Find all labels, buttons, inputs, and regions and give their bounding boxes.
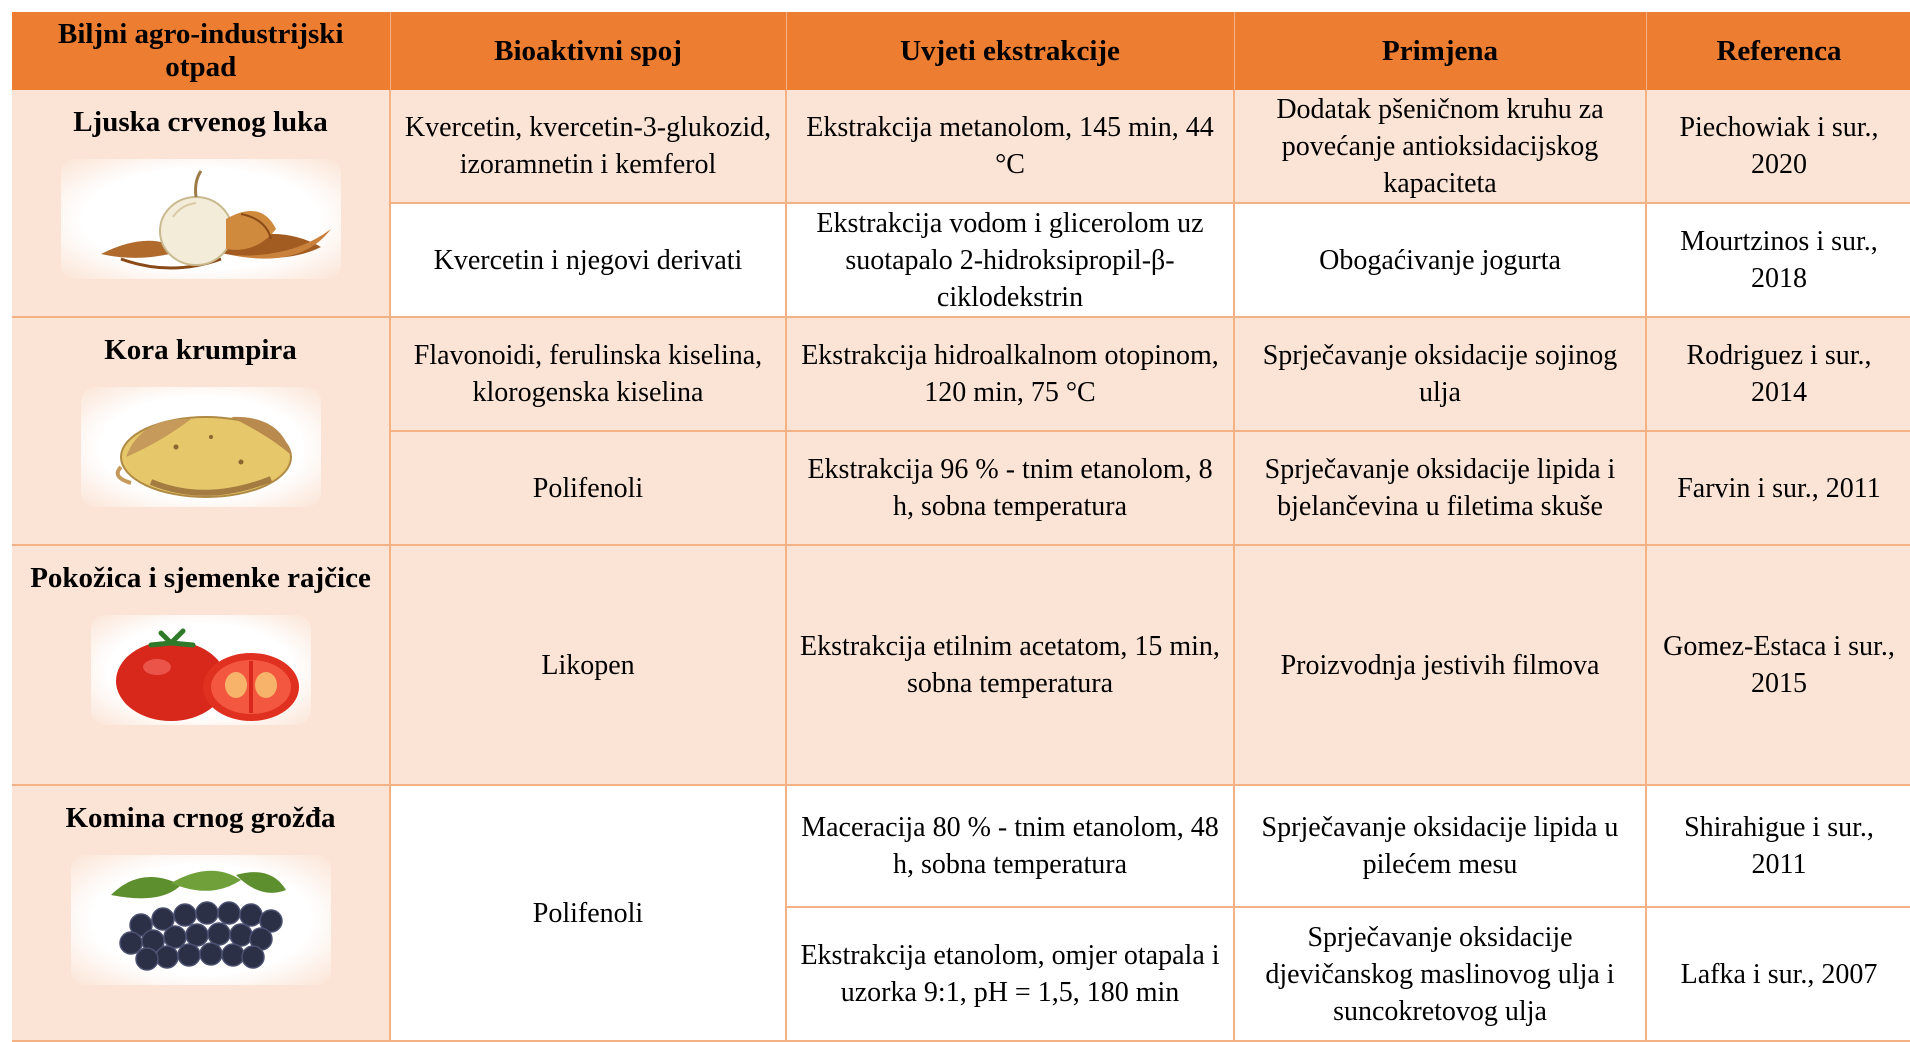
application-cell: Sprječavanje oksidacije lipida i bjelanč… [1234, 431, 1647, 546]
table-row: Komina crnog grožđa Pol [12, 785, 1910, 1042]
waste-cell-potato: Kora krumpira [12, 317, 391, 546]
reference-cell: Shirahigue i sur., 2011 [1646, 785, 1910, 908]
application-cell: Obogaćivanje jogurta [1234, 203, 1647, 318]
compound-cell: Kvercetin, kvercetin-3-glukozid, izoramn… [390, 90, 787, 204]
header-application: Primjena [1234, 12, 1647, 90]
compound-cell: Polifenoli [390, 431, 787, 546]
table-container: Biljni agro-industrijski otpad Bioaktivn… [12, 12, 1910, 1042]
extraction-cell: Ekstrakcija etilnim acetatom, 15 min, so… [786, 545, 1235, 786]
extraction-cell: Ekstrakcija etanolom, omjer otapala i uz… [786, 907, 1235, 1042]
extraction-cell: Ekstrakcija hidroalkalnom otopinom, 120 … [786, 317, 1235, 432]
waste-cell-tomato: Pokožica i sjemenke rajčice [12, 545, 391, 786]
header-row: Biljni agro-industrijski otpad Bioaktivn… [12, 12, 1910, 90]
waste-label: Ljuska crvenog luka [73, 106, 328, 138]
waste-label: Komina crnog grožđa [65, 802, 336, 834]
table-row: Pokožica i sjemenke rajčice Likopen Ekst… [12, 545, 1910, 786]
extraction-cell: Ekstrakcija 96 % - tnim etanolom, 8 h, s… [786, 431, 1235, 546]
reference-cell: Piechowiak i sur., 2020 [1646, 90, 1910, 204]
compound-cell: Flavonoidi, ferulinska kiselina, kloroge… [390, 317, 787, 432]
application-cell: Sprječavanje oksidacije lipida u pilećem… [1234, 785, 1647, 908]
waste-cell-grapes: Komina crnog grožđa [12, 785, 391, 1042]
bioactive-compounds-table: Biljni agro-industrijski otpad Bioaktivn… [12, 12, 1910, 1042]
table-row: Ekstrakcija etanolom, omjer otapala i uz… [12, 907, 1910, 1042]
reference-cell: Mourtzinos i sur., 2018 [1646, 203, 1910, 318]
application-cell: Dodatak pšeničnom kruhu za povećanje ant… [1234, 90, 1647, 204]
extraction-cell: Ekstrakcija vodom i glicerolom uz suotap… [786, 203, 1235, 318]
potato-icon [80, 387, 321, 507]
extraction-cell: Ekstrakcija metanolom, 145 min, 44 °C [786, 90, 1235, 204]
header-reference: Referenca [1646, 12, 1910, 90]
reference-cell: Farvin i sur., 2011 [1646, 431, 1910, 546]
application-cell: Sprječavanje oksidacije djevičanskog mas… [1234, 907, 1647, 1042]
application-cell: Sprječavanje oksidacije sojinog ulja [1234, 317, 1647, 432]
table-row: Kora krumpira Flavonoidi, ferulinska kis… [12, 317, 1910, 546]
waste-cell-onion: Ljuska crvenog luka [12, 90, 391, 318]
onion-icon [60, 159, 341, 279]
reference-cell: Gomez-Estaca i sur., 2015 [1646, 545, 1910, 786]
compound-cell: Polifenoli [390, 785, 787, 1042]
compound-cell: Kvercetin i njegovi derivati [390, 203, 787, 318]
extraction-cell: Maceracija 80 % - tnim etanolom, 48 h, s… [786, 785, 1235, 908]
reference-cell: Rodriguez i sur., 2014 [1646, 317, 1910, 432]
application-cell: Proizvodnja jestivih filmova [1234, 545, 1647, 786]
header-waste: Biljni agro-industrijski otpad [12, 12, 391, 90]
tomato-icon [90, 615, 311, 725]
compound-cell: Likopen [390, 545, 787, 786]
reference-cell: Lafka i sur., 2007 [1646, 907, 1910, 1042]
header-compound: Bioaktivni spoj [390, 12, 787, 90]
table-row: Ljuska crvenog luka Kvercetin, kvercetin… [12, 90, 1910, 318]
table-row: Polifenoli Ekstrakcija 96 % - tnim etano… [12, 431, 1910, 546]
table-row: Kvercetin i njegovi derivati Ekstrakcija… [12, 203, 1910, 318]
waste-label: Kora krumpira [104, 334, 297, 366]
header-extraction: Uvjeti ekstrakcije [786, 12, 1235, 90]
grapes-icon [70, 855, 331, 985]
waste-label: Pokožica i sjemenke rajčice [30, 562, 371, 594]
